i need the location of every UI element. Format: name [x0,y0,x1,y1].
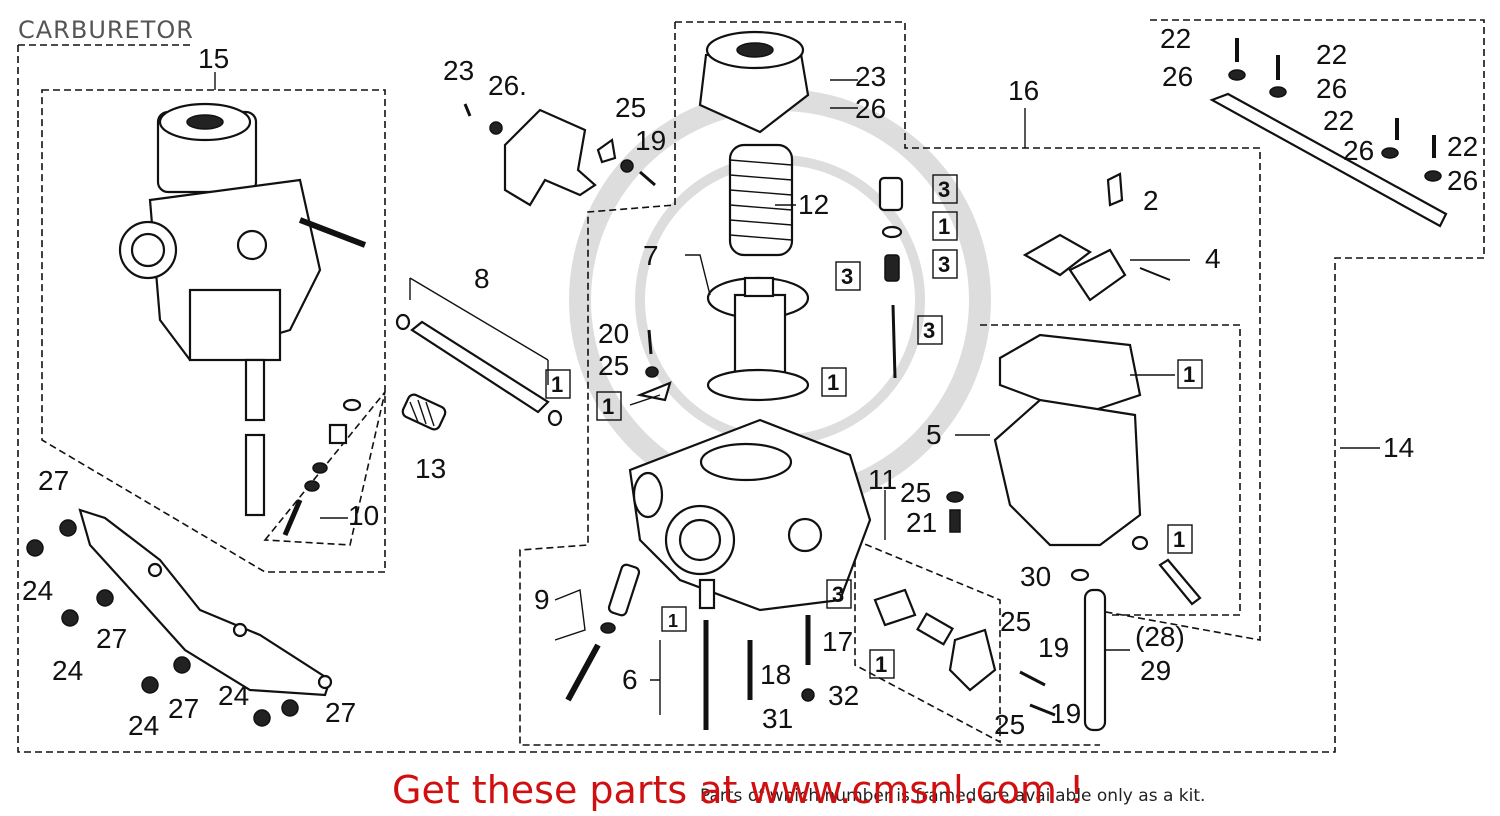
callout-32: 32 [828,680,859,711]
kit-label: 3 [938,252,950,277]
callout-2: 2 [1143,185,1159,216]
needle-valve-kit-parts-3 [878,176,904,379]
top-cover-part-16 [698,30,810,134]
callout-20: 20 [598,318,629,349]
carburetor-body [628,418,872,612]
kit-label: 1 [668,611,678,631]
kit-label: 1 [551,372,563,397]
callout-24: 24 [218,680,249,711]
throttle-bracket [463,103,656,207]
callout-26: 26 [1343,135,1374,166]
callout-24: 24 [52,655,83,686]
callout-5: 5 [926,419,942,450]
callout-25: 25 [900,477,931,508]
callout-23: 23 [855,61,886,92]
spring-part-13 [401,393,447,431]
callout-13: 13 [415,453,446,484]
callout-31: 31 [762,703,793,734]
callout-22: 22 [1447,131,1478,162]
callout-27: 27 [38,465,69,496]
callout-7: 7 [643,240,659,271]
callout-17: 17 [822,626,853,657]
callout-16: 16 [1008,75,1039,106]
callout-22: 22 [1316,39,1347,70]
group-outlines [17,19,1485,753]
leader-lines [214,72,1380,715]
kit-footnote: Parts of which number is framed are avai… [700,786,1206,806]
callout-26: 26 [1447,165,1478,196]
float-bowl-part-5 [993,333,1202,606]
callout-19: 19 [1038,632,1069,663]
callout-18: 18 [760,659,791,690]
callout-22: 22 [1323,105,1354,136]
bracket-plate-top-right [1209,38,1448,228]
callout-29: 29 [1140,655,1171,686]
callout-9: 9 [534,584,550,615]
kit-label: 1 [1173,527,1185,552]
callout-30: 30 [1020,561,1051,592]
callout-26: 26 [1316,73,1347,104]
kit-label: 1 [875,652,887,677]
callout-25: 25 [994,709,1025,740]
callout-10: 10 [348,500,379,531]
diagram-title: CARBURETOR [18,16,194,44]
float-pin-part-2 [1106,172,1124,207]
kit-box-labels: 1 1 1 3 1 3 3 3 1 1 3 1 1 [551,177,1195,677]
callout-26: 26. [488,70,527,101]
jets-parts-6-17-18-31-32 [703,615,815,730]
callout-6: 6 [622,664,638,695]
callout-numbers: 15 23 26. 25 19 23 26 16 22 26 22 26 22 … [22,23,1478,741]
callout-24: 24 [22,575,53,606]
callout-23: 23 [443,55,474,86]
callout-19: 19 [635,125,666,156]
callout-26: 26 [1162,61,1193,92]
callout-27: 27 [168,693,199,724]
kit-label: 1 [602,394,614,419]
promo-link-text[interactable]: Get these parts at www.cmsnl.com ! [392,768,1085,812]
callout-8: 8 [474,263,490,294]
float-part-4 [1022,233,1171,302]
bolts-24-27 [26,519,299,727]
callout-25: 25 [598,350,629,381]
callout-25: 25 [615,92,646,123]
callout-22: 22 [1160,23,1191,54]
throttle-shaft-part-8 [395,277,563,427]
stay-plate-lower-left [78,508,333,697]
callout-26: 26 [855,93,886,124]
callout-28: (28) [1135,621,1185,652]
kit-label: 3 [832,582,844,607]
kit-label: 3 [923,318,935,343]
screw-set-part-9 [565,563,641,702]
callout-27: 27 [325,697,356,728]
drain-parts-21-25 [946,491,964,533]
kit-boxes [545,174,1203,679]
complete-carburetor-part-15 [118,102,367,517]
callout-21: 21 [906,507,937,538]
callout-27: 27 [96,623,127,654]
callout-14: 14 [1383,432,1414,463]
kit-label: 1 [827,370,839,395]
kit-label: 1 [938,214,950,239]
piston-diaphragm-part-7 [706,276,810,402]
callout-4: 4 [1205,243,1221,274]
spring-part-12 [728,143,794,257]
callout-24: 24 [128,710,159,741]
callout-11: 11 [868,464,897,495]
tube-part-29 [1070,568,1107,732]
accelerator-pump-part-11 [873,588,1056,717]
callout-12: 12 [798,189,829,220]
callout-25: 25 [1000,606,1031,637]
jet-set-part-10 [282,398,362,536]
callout-15: 15 [198,43,229,74]
kit-label: 3 [938,177,950,202]
callout-19: 19 [1050,698,1081,729]
kit-label: 3 [841,264,853,289]
kit-label: 1 [1183,362,1195,387]
